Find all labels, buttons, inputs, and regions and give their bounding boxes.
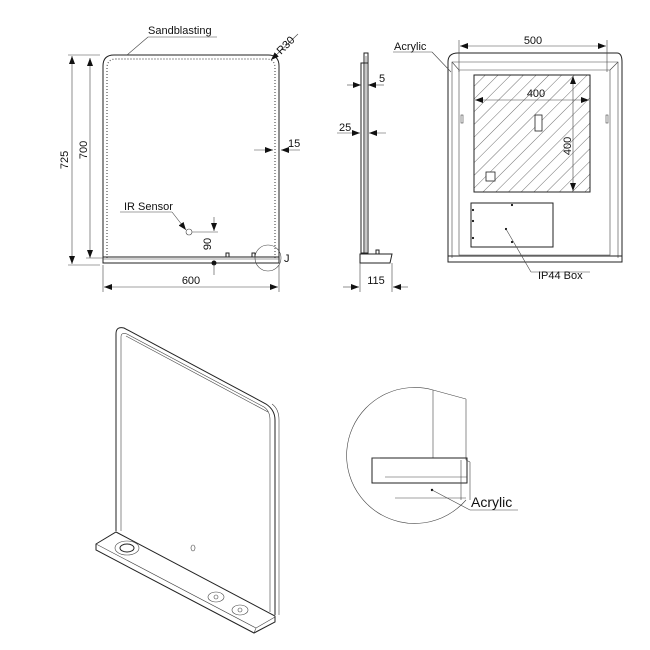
dim-600: 600: [182, 275, 200, 287]
dim-700: 700: [78, 141, 90, 159]
sandblasting-label: Sandblasting: [148, 25, 212, 37]
acrylic-label-detail: Acrylic: [471, 494, 512, 510]
dim-25: 25: [339, 122, 351, 134]
dim-5: 5: [379, 73, 385, 85]
detail-circle-j: [254, 244, 282, 272]
ir-sensor-label: IR Sensor: [124, 201, 173, 213]
ip44-box: [470, 202, 554, 248]
ip44-box-label: IP44 Box: [538, 270, 583, 282]
dim-90: 90: [202, 238, 214, 250]
dim-725: 725: [59, 151, 71, 169]
dim-15: 15: [288, 138, 300, 150]
side-view: [337, 52, 408, 292]
shelf: [102, 256, 280, 264]
rear-view: [393, 40, 623, 273]
detail-ref-j: J: [284, 253, 290, 265]
detail-view-j: [346, 387, 518, 524]
dim-400-width: 400: [527, 88, 545, 100]
dim-115: 115: [367, 275, 385, 287]
dim-500: 500: [524, 35, 542, 47]
dim-400-height: 400: [562, 137, 574, 155]
isometric-view: [95, 327, 280, 634]
acrylic-label-rear: Acrylic: [394, 41, 427, 53]
front-view: [68, 33, 300, 292]
mirror-outline: [102, 54, 280, 262]
